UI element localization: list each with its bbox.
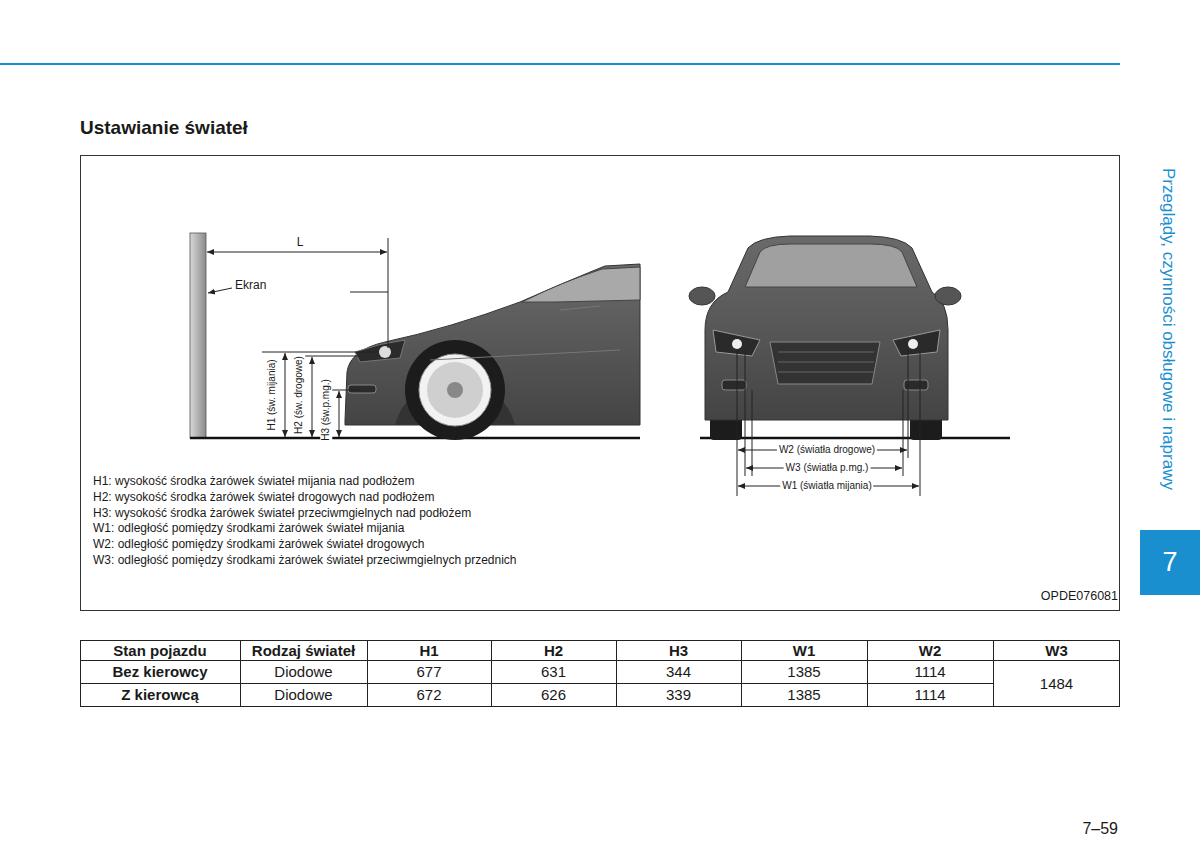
ground-line [190,437,640,440]
table-cell: 631 [541,663,566,680]
table-cell: 672 [416,686,441,703]
table-cell: Rodzaj świateł [252,642,355,659]
chapter-tab: 7 [1140,530,1200,595]
page-number: 7–59 [1082,820,1118,838]
dimension-label: H2 (św. drogowe) [293,354,305,436]
dimension-label: W3 (światła p.mg.) [784,462,871,474]
table-cell: 344 [666,663,691,680]
table-cell: 1114 [914,663,945,680]
table-cell: H2 [544,642,563,659]
table-cell: H3 [669,642,688,659]
screen-post [190,233,206,438]
dimension-label: H3 (św.p.mg.) [320,377,332,443]
legend-note: H3: wysokość środka żarówek świateł prze… [93,507,471,521]
part-label: Ekran [235,279,266,293]
table-cell: 339 [666,686,691,703]
table-cell: Bez kierowcy [112,663,207,680]
dimension-label: L [297,236,304,250]
ground-line [700,437,1010,440]
table-cell: Z kierowcą [121,686,199,703]
table-cell: 1385 [787,686,820,703]
car-side [345,264,640,440]
dimension-lines [207,238,920,496]
table-cell: Diodowe [274,686,332,703]
top-rule [0,63,1120,65]
table-cell: 1484 [1040,675,1073,692]
table-cell: 677 [416,663,441,680]
legend-note: W1: odległość pomiędzy środkami żarówek … [93,522,404,536]
figure-frame [81,156,1120,611]
table-cell: H1 [419,642,438,659]
section-title: Ustawianie świateł [80,117,248,139]
legend-note: H1: wysokość środka żarówek świateł mija… [93,475,414,489]
chapter-title: Przeglądy, czynności obsługowe i naprawy [1158,168,1178,490]
table-cell: Stan pojazdu [113,642,206,659]
table-cell: 1114 [914,686,945,703]
table-cell: Diodowe [274,663,332,680]
table-grid [80,640,1120,707]
table-cell: 626 [541,686,566,703]
legend-note: W3: odległość pomiędzy środkami żarówek … [93,554,517,568]
dimension-label: W2 (światła drogowe) [777,444,877,456]
dimension-label: H1 (św. mijania) [266,357,278,432]
table-cell: W1 [793,642,816,659]
table-cell: W3 [1045,642,1068,659]
table-cell: 1385 [787,663,820,680]
dimension-label: W1 (światła mijania) [780,480,873,492]
chapter-number: 7 [1162,547,1177,578]
legend-note: H2: wysokość środka żarówek świateł drog… [93,491,435,505]
table-cell: W2 [919,642,942,659]
legend-note: W2: odległość pomiędzy środkami żarówek … [93,538,424,552]
figure-code: OPDE076081 [1041,589,1118,603]
